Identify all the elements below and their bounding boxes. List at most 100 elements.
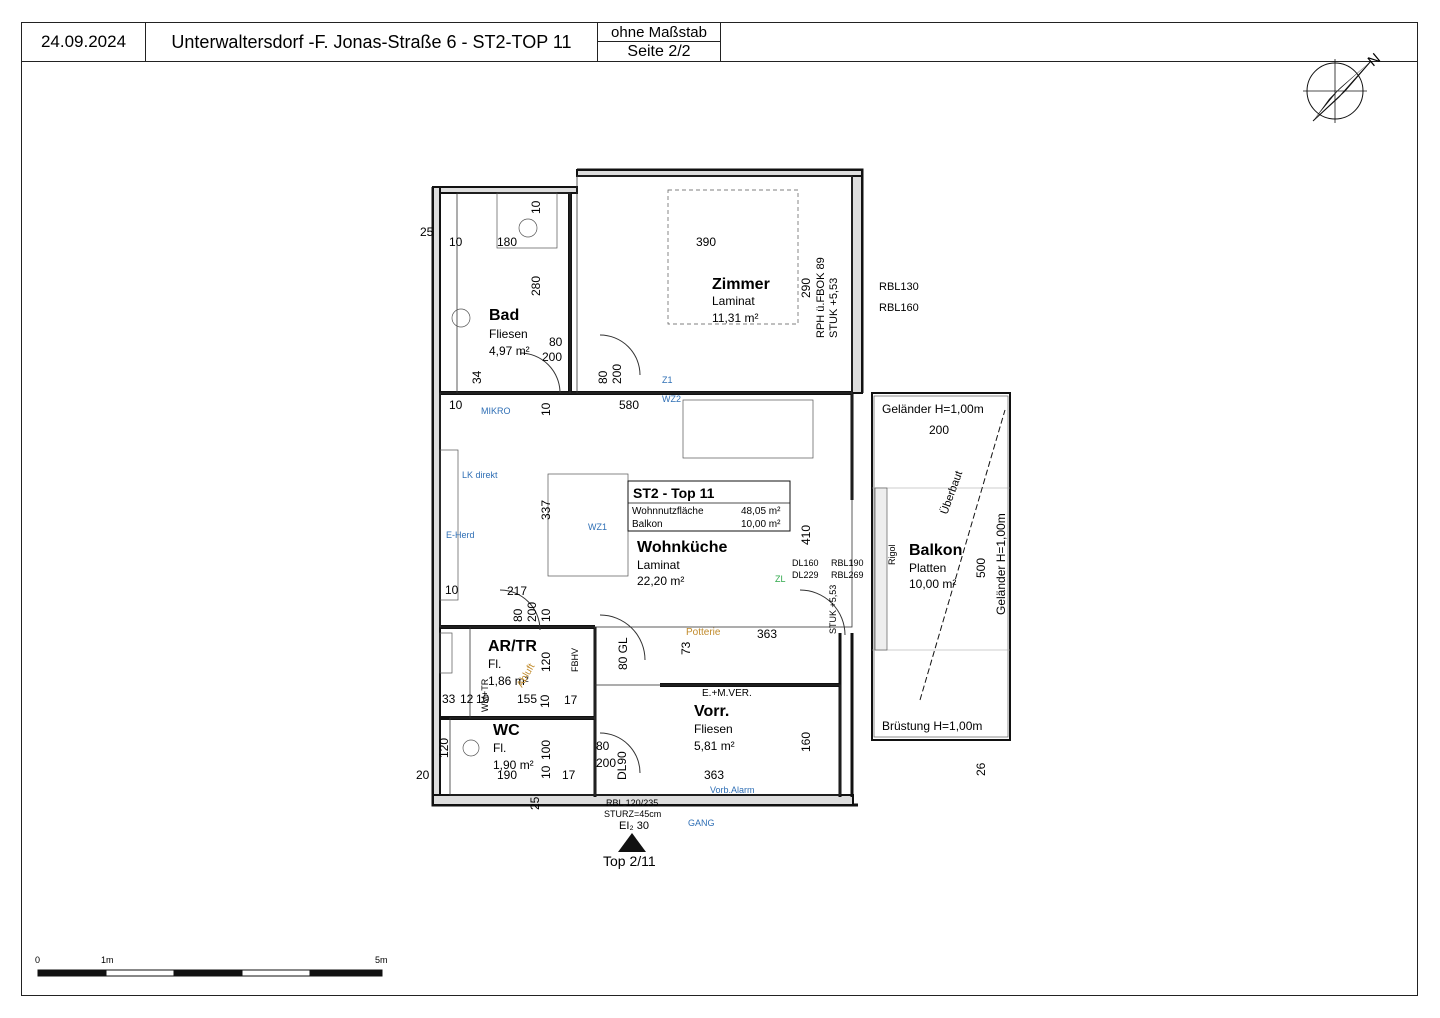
label-wz1: WZ1 [588, 522, 607, 532]
summary-row1-value: 48,05 m² [741, 506, 781, 517]
header-divider [21, 61, 1418, 62]
dimension-label: 190 [497, 768, 517, 782]
balcony-outline [871, 392, 1011, 741]
dimension-label: 10 [539, 608, 553, 622]
label-lk: LK direkt [462, 470, 498, 480]
scale-bar: 0 1m 5m [35, 955, 388, 977]
label-rigol: Rigol [887, 544, 897, 565]
dimension-label: 200 [542, 350, 562, 364]
label-gelaender-side: Geländer H=1,00m [994, 513, 1008, 615]
room-area: 1,86 m² [488, 674, 529, 688]
room-zimmer: Zimmer Laminat 11,31 m² [712, 276, 770, 325]
room-vorr: Vorr. Fliesen 5,81 m² [694, 703, 735, 753]
label-ei30: EI₂ 30 [619, 820, 649, 832]
dimension-label: 10 [449, 398, 463, 412]
summary-title: ST2 - Top 11 [633, 485, 715, 501]
label-mikro: MIKRO [481, 406, 511, 416]
room-balkon: Balkon Platten 10,00 m² [909, 542, 962, 591]
summary-box: ST2 - Top 11 Wohnnutzfläche 48,05 m² Bal… [627, 480, 791, 532]
room-floor: Fl. [493, 741, 506, 755]
dimension-label: 180 [497, 235, 517, 249]
dimension-label: 12 [460, 692, 474, 706]
dimension-label: 200 [929, 423, 949, 437]
label-fbhv: FBHV [570, 648, 580, 672]
label-sturz: STURZ=45cm [604, 809, 661, 819]
compass-icon: N [1303, 50, 1384, 123]
dimension-label: 10 [538, 694, 552, 708]
scale-label-1m: 1m [101, 955, 114, 965]
dimension-label: 26 [974, 762, 988, 776]
dimension-label: 80 [596, 739, 610, 753]
dimension-label: 100 [539, 740, 553, 760]
room-floor: Fl. [488, 657, 501, 671]
dimension-label: 500 [974, 558, 988, 578]
dimension-label: 10 [529, 200, 543, 214]
summary-row2-label: Balkon [632, 519, 663, 530]
dimension-label: DL90 [615, 751, 629, 780]
label-wz2: WZ2 [662, 394, 681, 404]
dimension-label: 10 [476, 692, 490, 706]
label-bruestung: Brüstung H=1,00m [882, 719, 982, 733]
dimension-label: 363 [704, 768, 724, 782]
dimension-label: 363 [757, 627, 777, 641]
room-area: 10,00 m² [909, 577, 956, 591]
dimension-label: 155 [517, 692, 537, 706]
room-bad: Bad Fliesen 4,97 m² [489, 307, 530, 358]
label-potterie: Potterie [686, 627, 721, 638]
room-wc: WC Fl. 1,90 m² [493, 722, 534, 772]
dimension-label: 80 [511, 608, 525, 622]
dimension-label: 10 [539, 402, 553, 416]
dimension-label: 580 [619, 398, 639, 412]
room-wohnkueche: Wohnküche Laminat 22,20 m² [637, 539, 727, 588]
label-dl2: DL229 [792, 570, 819, 580]
dimension-label: 217 [507, 584, 527, 598]
label-rph: RPH ü.FBOK 89 [815, 257, 827, 338]
room-name: Bad [489, 307, 519, 324]
dimension-label: 17 [562, 768, 576, 782]
room-area: 1,90 m² [493, 758, 534, 772]
room-floor: Laminat [637, 558, 680, 572]
dimension-label: 200 [525, 602, 539, 622]
dimension-label: 34 [470, 370, 484, 384]
dimension-label: 73 [679, 641, 693, 655]
label-dl1: DL160 [792, 558, 819, 568]
room-name: Vorr. [694, 703, 729, 720]
dimension-label: 17 [564, 693, 578, 707]
dimension-label: 160 [799, 732, 813, 752]
room-name: Balkon [909, 542, 962, 559]
dimension-label: 120 [539, 652, 553, 672]
room-floor: Fliesen [694, 722, 733, 736]
room-name: Wohnküche [637, 539, 727, 556]
dimension-label: 10 [449, 235, 463, 249]
room-name: Zimmer [712, 276, 770, 293]
north-label: N [1365, 50, 1384, 70]
entry-arrow-icon [618, 833, 646, 852]
room-area: 11,31 m² [712, 311, 758, 325]
dimension-label: 80 [596, 370, 610, 384]
label-rbl2: RBL269 [831, 570, 864, 580]
dimension-label: 290 [799, 278, 813, 298]
dimension-label: 25 [420, 225, 434, 239]
label-wmtr: WM+TR [480, 678, 490, 712]
dimension-label: 10 [445, 583, 459, 597]
dimension-label: 410 [799, 525, 813, 545]
dimension-label: 33 [442, 692, 456, 706]
dimension-label: 200 [610, 364, 624, 384]
label-top-entry: Top 2/11 [603, 853, 656, 869]
summary-row2-value: 10,00 m² [741, 519, 781, 530]
label-rbl1: RBL190 [831, 558, 864, 568]
dimension-label: 280 [529, 276, 543, 296]
label-rbl130: RBL130 [879, 281, 919, 293]
dimension-label: 10 [539, 765, 553, 779]
dimension-label: 120 [437, 738, 451, 758]
label-stuk2: STUK +5,53 [828, 585, 838, 634]
summary-row1-label: Wohnnutzfläche [632, 506, 704, 517]
scale-label-5m: 5m [375, 955, 388, 965]
dimension-label: 80 [549, 335, 563, 349]
label-gelaender-top: Geländer H=1,00m [882, 402, 984, 416]
dimension-label: 337 [539, 500, 553, 520]
room-name: WC [493, 722, 520, 739]
dimension-label: 390 [696, 235, 716, 249]
